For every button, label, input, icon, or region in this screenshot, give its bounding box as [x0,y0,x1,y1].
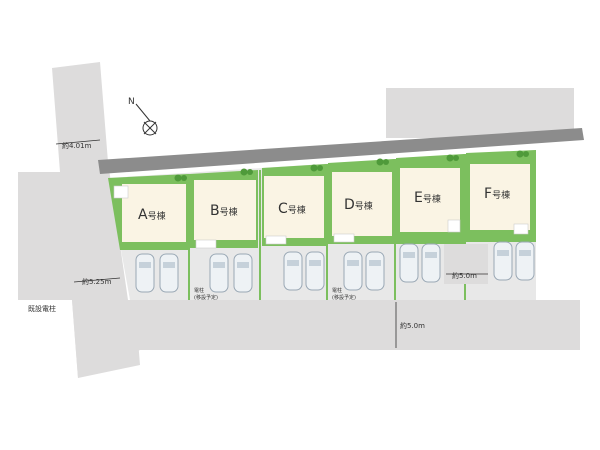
road-west [18,62,140,378]
compass-label: N [128,97,135,107]
road-west-width-label: 約4.01m [62,141,92,150]
building-b [194,180,256,240]
building-d [332,172,392,236]
road-south [72,300,580,378]
road-south-width-label: 約5.0m [400,321,425,330]
pole-relocation-label-b: 電柱 (移設予定) [194,287,218,301]
car-windshields [139,250,531,268]
pole-relocation-label-d: 電柱 (移設予定) [332,287,356,301]
north-arrow-icon [135,103,151,122]
unit-label-a: A号棟 [138,207,166,223]
dimension-lines [55,139,488,348]
access-width-label: 約5.0m [452,271,477,280]
building-a [122,184,186,242]
building-f [470,164,530,230]
unit-label-e: E号棟 [414,190,441,206]
trees [174,150,529,182]
access-drive [444,244,488,284]
existing-pole-label: 既設電柱 [28,304,56,313]
boundary-wall [98,128,584,174]
unit-label-d: D号棟 [344,197,373,213]
neighbor-lot [386,88,574,138]
road-front-width-label: 約5.25m [82,277,112,286]
unit-label-c: C号棟 [278,201,306,217]
unit-label-b: B号棟 [210,203,238,219]
porches [113,185,529,249]
building-c [264,176,324,238]
unit-label-f: F号棟 [484,186,510,202]
north-compass: N [128,97,158,136]
